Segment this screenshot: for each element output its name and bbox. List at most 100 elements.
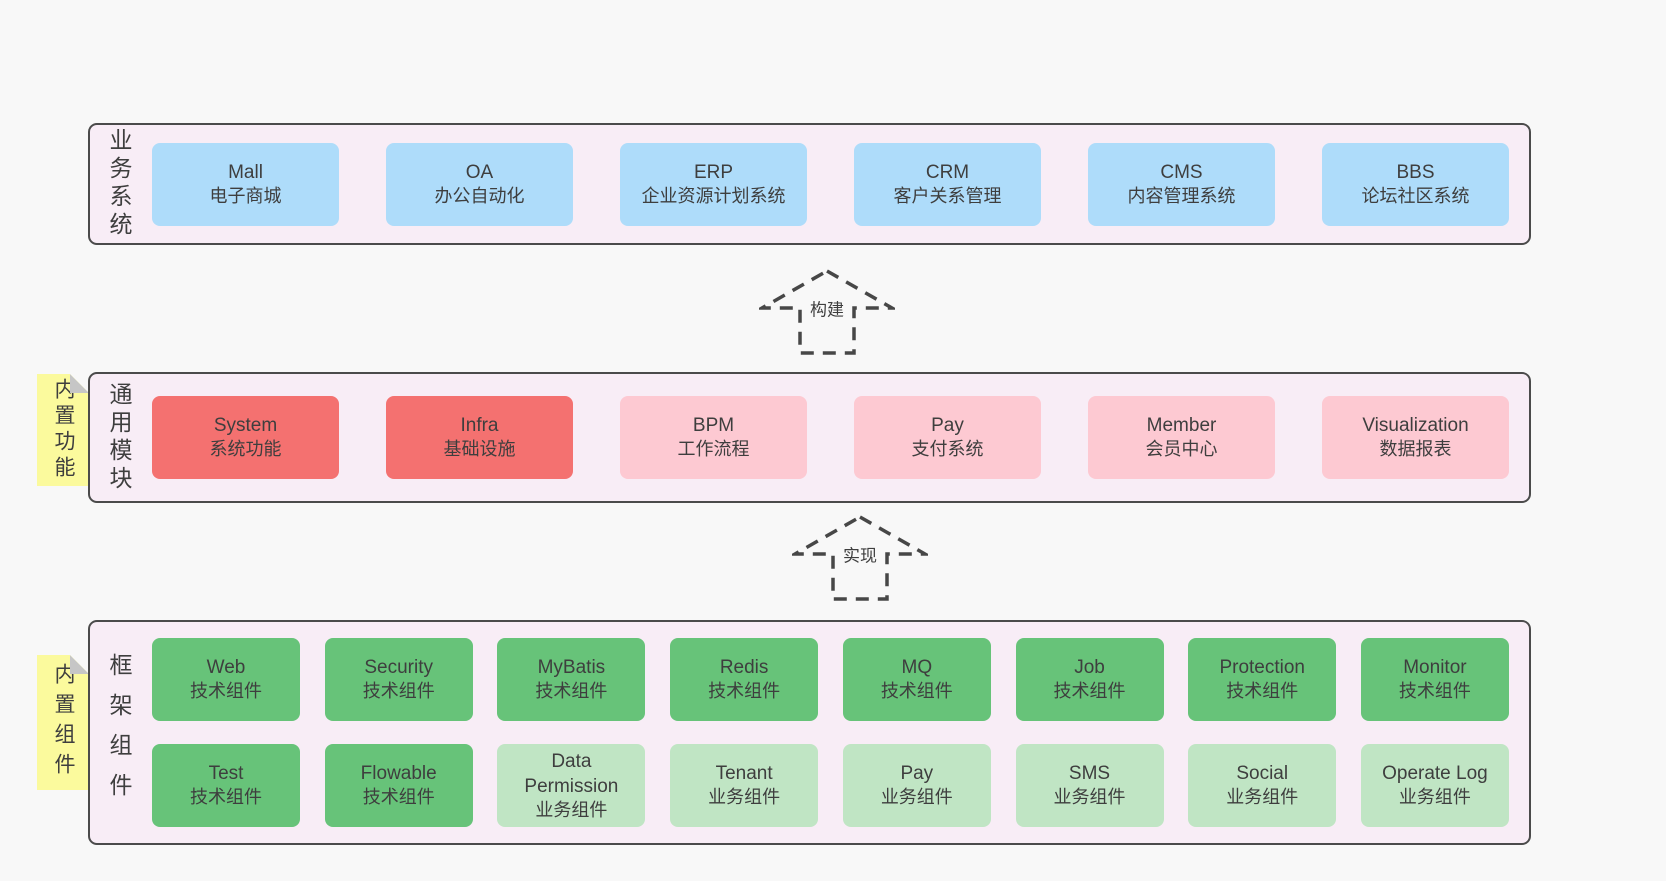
box-title: Tenant xyxy=(715,763,773,785)
box-title: Visualization xyxy=(1362,415,1469,437)
build-arrow-label: 构建 xyxy=(805,293,849,323)
box-subtitle: 数据报表 xyxy=(1379,439,1452,460)
box-title: Security xyxy=(364,657,434,679)
box-subtitle: 技术组件 xyxy=(362,681,435,702)
box-subtitle: 业务组件 xyxy=(708,787,781,808)
box-title: Job xyxy=(1074,657,1105,679)
box-title: Mall xyxy=(228,161,263,183)
up-arrow-dashed-icon xyxy=(792,514,928,601)
box-subtitle: 技术组件 xyxy=(1398,681,1471,702)
box-title: Pay xyxy=(900,763,934,785)
box-subtitle: 会员中心 xyxy=(1145,439,1218,460)
box-subtitle: 支付系统 xyxy=(911,439,984,460)
box-subtitle: 技术组件 xyxy=(190,787,262,808)
box-subtitle: 工作流程 xyxy=(677,439,750,460)
box-title: CMS xyxy=(1160,161,1203,183)
box-subtitle: 客户关系管理 xyxy=(893,185,1002,206)
up-arrow-dashed-icon xyxy=(759,268,895,355)
box-subtitle: 论坛社区系统 xyxy=(1361,185,1470,206)
box-subtitle: 业务组件 xyxy=(1226,787,1299,808)
implement-arrow-label: 实现 xyxy=(838,539,882,569)
box-title: Redis xyxy=(719,657,769,679)
sticky-note-builtin-components: 内置组件 xyxy=(37,655,89,790)
sticky-note-builtin-features: 内置功能 xyxy=(37,374,89,486)
box-title: Infra xyxy=(460,415,499,437)
box-title: Pay xyxy=(931,415,964,437)
sticky-fold-icon xyxy=(70,374,89,393)
box-title: Member xyxy=(1146,415,1217,437)
box-title: ERP xyxy=(693,161,734,183)
box-subtitle: 技术组件 xyxy=(880,681,953,702)
panel-business-side-label: 业务系统 xyxy=(106,128,132,240)
box-title: Flowable xyxy=(360,763,437,785)
box-title: Data Permission xyxy=(524,750,619,797)
sticky-note-label: 内置功能 xyxy=(52,378,75,482)
box-subtitle: 技术组件 xyxy=(190,681,262,702)
box-subtitle: 电子商城 xyxy=(209,185,282,206)
box-subtitle: 业务组件 xyxy=(880,787,953,808)
box-title: Social xyxy=(1236,763,1289,785)
box-title: MQ xyxy=(901,657,933,679)
panel-framework-side-label: 框架组件 xyxy=(106,652,132,813)
box-subtitle: 内容管理系统 xyxy=(1127,185,1236,206)
box-title: Operate Log xyxy=(1382,763,1488,785)
build-arrow: 构建 xyxy=(759,268,895,356)
box-subtitle: 基础设施 xyxy=(443,439,516,460)
box-subtitle: 业务组件 xyxy=(535,799,608,820)
box-title: SMS xyxy=(1068,763,1111,785)
box-subtitle: 办公自动化 xyxy=(434,185,525,206)
box-title: BPM xyxy=(692,415,735,437)
box-subtitle: 技术组件 xyxy=(362,787,435,808)
panel-modules-side-label: 通用模块 xyxy=(106,381,132,494)
box-title: BBS xyxy=(1396,161,1435,183)
box-subtitle: 技术组件 xyxy=(535,681,608,702)
box-title: Test xyxy=(208,763,244,785)
box-subtitle: 技术组件 xyxy=(1226,681,1299,702)
implement-arrow: 实现 xyxy=(792,514,928,602)
box-title: MyBatis xyxy=(537,657,606,679)
box-subtitle: 技术组件 xyxy=(708,681,781,702)
sticky-fold-icon xyxy=(70,655,89,674)
sticky-note-label: 内置组件 xyxy=(52,662,75,783)
box-title: CRM xyxy=(925,161,970,183)
box-title: Monitor xyxy=(1403,657,1467,679)
box-title: System xyxy=(213,415,278,437)
box-title: Protection xyxy=(1219,657,1305,679)
box-title: Web xyxy=(206,657,246,679)
box-subtitle: 企业资源计划系统 xyxy=(641,185,786,206)
box-subtitle: 技术组件 xyxy=(1053,681,1126,702)
box-subtitle: 系统功能 xyxy=(209,439,282,460)
box-subtitle: 业务组件 xyxy=(1053,787,1126,808)
